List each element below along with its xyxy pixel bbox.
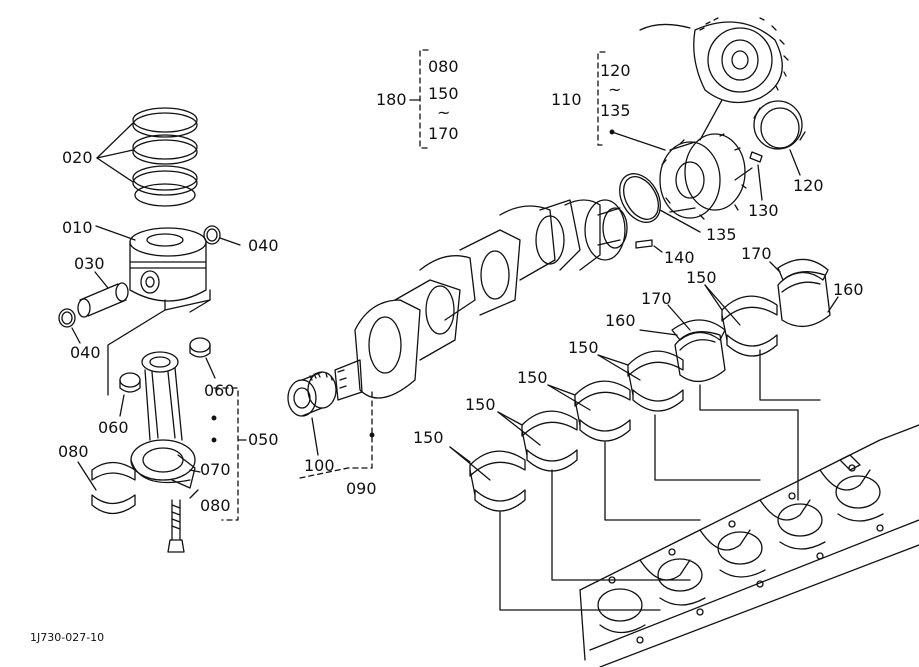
- main-bearing-1: [469, 450, 526, 512]
- callout-050: 050: [248, 430, 279, 449]
- callout-110-range-start: 120: [600, 61, 631, 80]
- callout-130: 130: [748, 201, 779, 220]
- leader-040-lower: [71, 327, 81, 344]
- rod-bolt: [167, 499, 185, 553]
- main-bearing-4: [627, 350, 684, 412]
- leader-070: [189, 469, 201, 473]
- callout-100: 100: [304, 456, 335, 475]
- callout-150-2: 150: [465, 395, 496, 414]
- rod-bushing-left: [119, 372, 141, 393]
- rod-bushing-right: [189, 337, 211, 358]
- callout-180-range-start: 080: [428, 57, 459, 76]
- main-bearing-3: [574, 380, 631, 442]
- rod-bearing-halves: [91, 461, 136, 515]
- main-bearing-5: [721, 295, 778, 357]
- piston-pin: [77, 282, 129, 318]
- leader-060-left: [119, 394, 125, 417]
- callout-010: 010: [62, 218, 93, 237]
- circlip-lower: [58, 308, 76, 328]
- leader-135: [659, 209, 701, 233]
- idler-pin: [749, 151, 763, 163]
- bracket-090: [299, 389, 373, 479]
- o-ring: [619, 173, 661, 223]
- callout-150-3: 150: [517, 368, 548, 387]
- leader-030: [94, 271, 109, 289]
- callout-150-5: 150: [686, 268, 717, 287]
- callout-110-range-end: 135: [600, 101, 631, 120]
- callout-120: 120: [793, 176, 824, 195]
- callout-040-lower: 040: [70, 343, 101, 362]
- leader-100: [311, 417, 319, 456]
- callout-060-right: 060: [204, 381, 235, 400]
- callout-070: 070: [200, 460, 231, 479]
- callout-020: 020: [62, 148, 93, 167]
- bracket-180: [419, 49, 429, 149]
- piston: [129, 227, 211, 311]
- thrust-washer-160-left: [674, 331, 726, 382]
- crankshaft: [334, 199, 628, 401]
- callout-180-range-end: 170: [428, 124, 459, 143]
- assembly-guides-bearings: [499, 349, 821, 611]
- main-bearing-2: [521, 410, 578, 472]
- leader-idler-to-gear: [699, 99, 723, 141]
- leader-170-left: [667, 304, 691, 331]
- callout-135: 135: [706, 225, 737, 244]
- callout-040-upper: 040: [248, 236, 279, 255]
- callout-080-right: 080: [200, 496, 231, 515]
- leaders-150: [449, 284, 741, 481]
- callout-110-range-tilde: ~: [608, 80, 622, 99]
- thrust-washer-170-right: [777, 258, 829, 281]
- leader-130: [757, 164, 763, 201]
- leader-160-left: [639, 329, 678, 336]
- callout-180-range-mid: 150: [428, 84, 459, 103]
- piston-rings: [132, 107, 198, 207]
- callout-180-range-tilde: ~: [437, 103, 451, 122]
- leader-040-upper: [219, 237, 241, 246]
- figure-id: 1J730-027-10: [30, 631, 105, 644]
- callout-180: 180: [376, 90, 407, 109]
- callout-150-4: 150: [568, 338, 599, 357]
- callout-060-left: 060: [98, 418, 129, 437]
- large-gear: [639, 17, 789, 104]
- callout-090: 090: [346, 479, 377, 498]
- crank-key: [635, 239, 653, 249]
- guide-stub: [189, 299, 211, 313]
- leader-060-right: [205, 357, 216, 379]
- leader-170-right: [769, 261, 781, 273]
- bracket-110: [597, 51, 606, 146]
- engine-block: [579, 424, 919, 667]
- leader-010: [95, 225, 136, 241]
- idler-shaft-guide: [734, 167, 753, 181]
- leader-140: [653, 245, 663, 253]
- circlip-upper: [203, 225, 221, 245]
- leader-120: [789, 149, 801, 176]
- assembly-guide-piston: [107, 309, 166, 396]
- callout-170-left: 170: [641, 289, 672, 308]
- callout-160-left: 160: [605, 311, 636, 330]
- leader-080-right: [189, 489, 199, 499]
- leader-160-right: [827, 296, 839, 313]
- leader-020: [96, 122, 134, 183]
- idler-bushing: [753, 100, 806, 150]
- thrust-washer-170-left: [671, 319, 726, 341]
- leader-110-dot: [611, 131, 666, 151]
- idler-gear: [659, 133, 747, 220]
- callout-170-right: 170: [741, 244, 772, 263]
- callout-140: 140: [664, 248, 695, 267]
- callout-080-left: 080: [58, 442, 89, 461]
- crank-gear: [287, 371, 337, 417]
- callout-150-1: 150: [413, 428, 444, 447]
- callout-160-right: 160: [833, 280, 864, 299]
- connecting-rod: [130, 351, 196, 489]
- leader-080-left: [77, 461, 97, 491]
- callout-030: 030: [74, 254, 105, 273]
- callout-110: 110: [551, 90, 582, 109]
- bracket-050: [213, 387, 239, 521]
